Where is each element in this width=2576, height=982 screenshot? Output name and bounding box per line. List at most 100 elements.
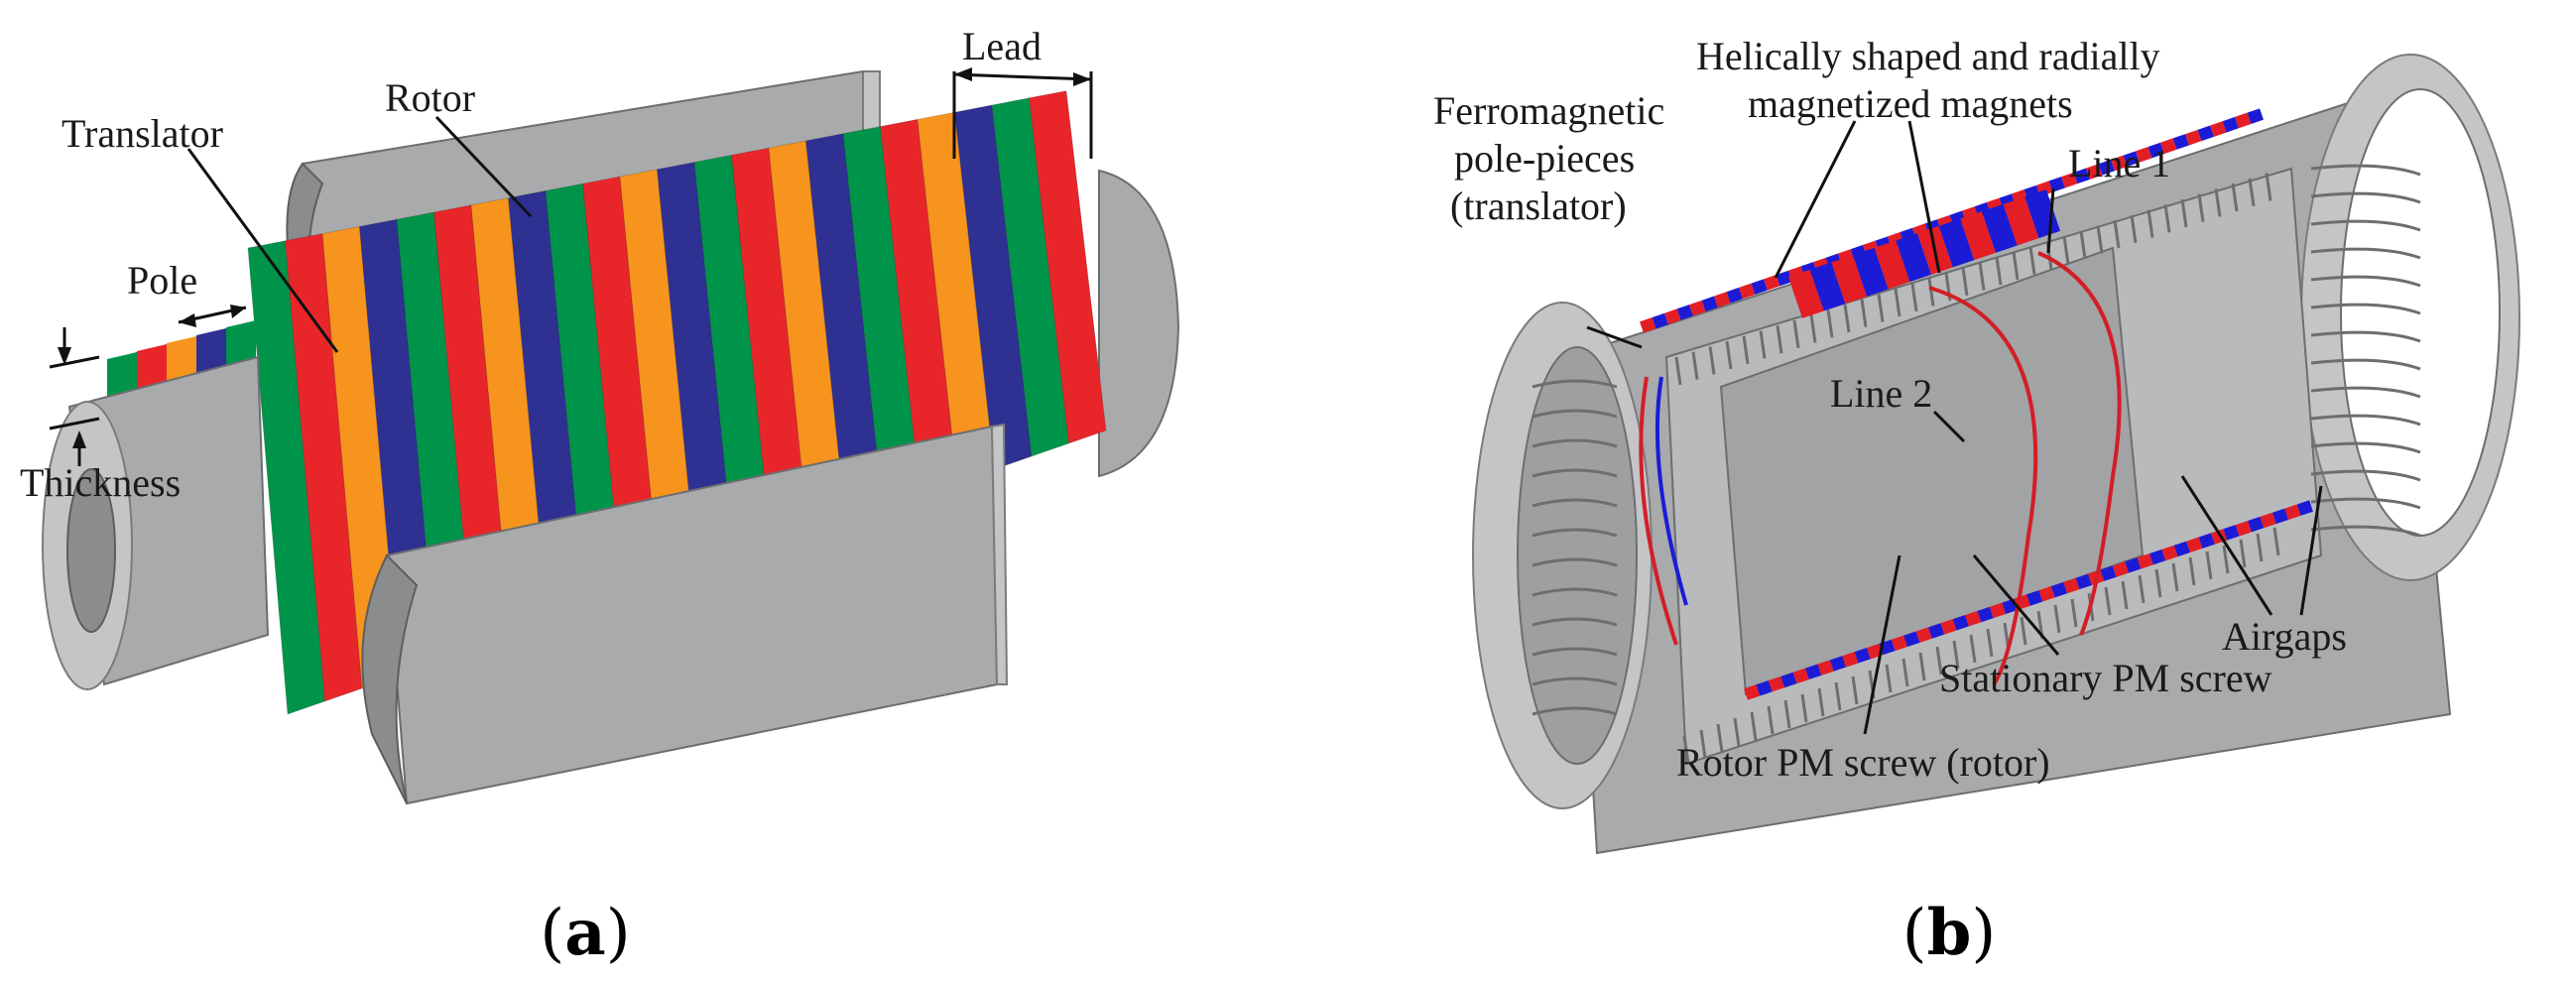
- thread-rib: [1725, 340, 1733, 370]
- left-thread-rib: [1532, 617, 1618, 627]
- thread-rib: [1860, 299, 1868, 327]
- translator-stripe: [1028, 90, 1107, 444]
- left-thread-rib: [1532, 647, 1618, 657]
- magnet-segment: [2024, 189, 2061, 239]
- thread-rib: [1733, 717, 1741, 747]
- magnet-segment: [2160, 138, 2177, 155]
- label-ferro-2: pole-pieces: [1454, 136, 1635, 181]
- label-rotor-screw: Rotor PM screw (rotor): [1676, 740, 2050, 785]
- magnet-segment: [2123, 151, 2140, 167]
- magnet-segment: [1949, 210, 1966, 227]
- magnet-segment: [1817, 660, 1834, 675]
- screw-threads: [1674, 164, 2421, 765]
- magnet-segment: [1689, 300, 1706, 316]
- thread-rib: [2121, 580, 2129, 610]
- magnet-segment: [1805, 664, 1822, 680]
- magnet-segment: [2172, 134, 2189, 150]
- thread-rib: [2205, 551, 2213, 580]
- thread-rib: [2104, 586, 2112, 616]
- magnet-segment: [1792, 668, 1809, 684]
- thread-rib: [1969, 634, 1977, 664]
- magnet-segment: [1891, 635, 1907, 652]
- thread-rib: [1894, 288, 1901, 317]
- thread-rib: [2130, 214, 2138, 244]
- measurement-lines: [1639, 251, 2122, 686]
- magnet-segment: [2147, 142, 2164, 159]
- magnet-segment: [1842, 652, 1859, 668]
- magnet-segment: [1825, 253, 1842, 270]
- line1-leader: [2046, 187, 2055, 254]
- magnet-segment: [1764, 275, 1780, 291]
- magnet-segment: [1981, 203, 2018, 253]
- magnet-segment: [2173, 541, 2190, 557]
- thread-rib: [1927, 278, 1935, 307]
- panel-a-leader-lines: [49, 67, 1093, 466]
- magnet-segment: [1940, 619, 1957, 635]
- magnet-segment: [1850, 244, 1867, 261]
- magnet-segment: [1756, 680, 1773, 696]
- thread-rib: [1750, 711, 1758, 741]
- magnet-segment: [1874, 240, 1910, 290]
- magnet-segment: [1676, 305, 1693, 320]
- thread-rib: [2053, 604, 2061, 634]
- magnet-segment: [2026, 590, 2043, 606]
- magnet-segment: [1744, 684, 1761, 700]
- airgaps-leader-1: [2180, 475, 2273, 616]
- magnet-segment: [1927, 623, 1945, 639]
- thread-rib: [1935, 646, 1943, 675]
- magnet-segment: [2235, 520, 2252, 537]
- thread-rib: [1986, 628, 1994, 658]
- label-helical-1: Helically shaped and radially: [1696, 34, 2160, 78]
- thread-rib: [1767, 705, 1775, 735]
- magnet-segment: [1852, 247, 1889, 297]
- thread-rib: [1809, 314, 1817, 343]
- magnet-segment: [1912, 223, 1929, 240]
- magnet-segment: [1787, 269, 1824, 318]
- thread-rib: [2239, 539, 2247, 568]
- thread-rib: [1682, 735, 1690, 765]
- thread-rib: [1792, 319, 1800, 349]
- magnet-segment: [2185, 129, 2202, 146]
- lead-arrow-left: [954, 67, 972, 81]
- inner-tube-left: [42, 355, 270, 690]
- magnet-segment: [2098, 159, 2115, 176]
- right-thread-rib: [2310, 497, 2421, 510]
- thread-rib: [2020, 616, 2027, 646]
- magnet-segment: [1962, 206, 1979, 222]
- thread-rib: [1783, 699, 1791, 729]
- thread-rib: [2171, 562, 2179, 592]
- magnet-segment: [2036, 181, 2053, 197]
- thread-rib: [2138, 574, 2146, 604]
- magnet-segment: [2197, 125, 2214, 142]
- thread-rib: [1800, 693, 1808, 723]
- thread-rib: [1910, 283, 1918, 312]
- magnet-segment: [1838, 249, 1855, 265]
- magnet-segment: [1938, 218, 1975, 268]
- thread-rib: [2272, 527, 2280, 556]
- helical-leader-2: [1907, 120, 1941, 274]
- magnet-segment: [1640, 317, 1656, 333]
- right-thread-rib: [2310, 358, 2421, 371]
- magnet-segment: [2161, 545, 2178, 561]
- magnet-segment: [1900, 227, 1916, 244]
- magnet-segment: [1937, 214, 1954, 231]
- translator-leader: [186, 148, 339, 353]
- magnet-segment: [1952, 614, 1969, 631]
- thread-rib: [2096, 225, 2104, 254]
- magnet-segment: [1813, 257, 1830, 274]
- thread-rib: [1674, 356, 1682, 386]
- thread-rib: [1952, 640, 1960, 670]
- magnet-segment: [2111, 155, 2128, 172]
- label-ferro-1: Ferromagnetic: [1433, 88, 1664, 133]
- left-thread-rib: [1532, 587, 1618, 597]
- thread-rib: [1817, 687, 1825, 717]
- rotor-front-shell: [361, 423, 1009, 805]
- thread-rib: [2188, 556, 2196, 586]
- thread-rib: [1978, 262, 1986, 291]
- magnet-segment: [2075, 573, 2092, 590]
- stationary-leader: [1972, 554, 2060, 656]
- magnet-segment: [2222, 116, 2239, 133]
- magnet-segment: [2235, 112, 2252, 129]
- magnet-segment: [2112, 561, 2130, 577]
- magnet-segment: [1768, 675, 1785, 692]
